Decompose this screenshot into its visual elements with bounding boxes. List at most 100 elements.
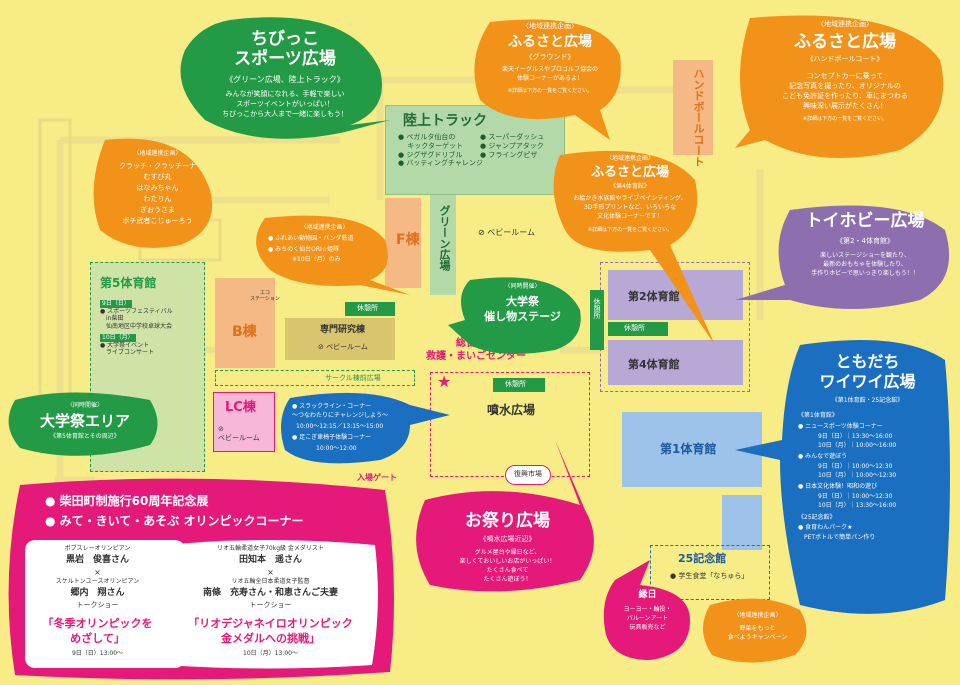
gym1-label: 第1体育館 (660, 442, 717, 456)
baby-room-label: ベビールーム (487, 228, 536, 237)
date-tag: 9日（日） (100, 300, 132, 308)
fukko-market (505, 465, 551, 485)
gym1-annex (722, 495, 762, 550)
fg-desc2: 体験コーナーがあるよ！ (516, 75, 583, 82)
tomo-i2a: 9日（日）｜10:00〜12:30 (818, 463, 893, 470)
chibikko-title1: ちびっこ (251, 29, 319, 49)
chibikko-desc1: みんなが笑顔になれる、手軽で楽しい (225, 90, 345, 98)
circle-plaza-label: サークル棟前広場 (325, 374, 381, 382)
lc-title: LC棟 (225, 400, 256, 415)
ol-l1: ボブスレーオリンピアン (64, 545, 131, 552)
kinenkan-zone (650, 545, 770, 600)
f4-note: ※詳細は下方の一覧をご覧ください。 (587, 227, 673, 233)
kinenkan-label: 25記念館 (678, 552, 727, 565)
f4-desc3: 文化体験コーナーです！ (597, 213, 663, 220)
rest-label: 休憩所 (357, 304, 378, 312)
f4-sub: 《第4体育館》 (610, 183, 650, 190)
local-chars-bubble (93, 138, 212, 248)
info-star-icon: ★ (437, 372, 452, 391)
or-l4: 南條 充寿さん・和恵さんご夫妻 (202, 588, 338, 598)
tomo-i3b: 10日（月）｜13:30〜16:00 (818, 502, 897, 509)
petting-line3: ※10日（月）のみ (292, 256, 341, 263)
rest-area (345, 302, 395, 316)
lc-baby: ⊘ベビールーム (218, 425, 260, 442)
tomo-i2: ● みんなで遊ぼう (798, 453, 848, 460)
tomo-i4a: PETボトルで簡単パン作り (798, 534, 876, 541)
or-x: × (267, 568, 274, 577)
chibikko-bubble (180, 17, 390, 139)
entrance-gate: 入場ゲート (357, 473, 397, 482)
fa-title: 大学祭エリア (39, 412, 130, 430)
petting-line2: ● みちのく仙台ORI☆姫隊 (268, 246, 340, 253)
om-sub: 《噴水広場近辺》 (479, 535, 536, 543)
fg-sub: 《グラウンド》 (525, 53, 575, 61)
lc-tag: 〈地域連携企画〉 (133, 150, 182, 157)
ol-l3: スケルトンユースオリンピアン (55, 578, 140, 585)
or-t2: 金メダルへの挑戦」 (221, 632, 320, 645)
om-title: お祭り広場 (465, 511, 550, 531)
sk-desc2: 食べようキャンペーン (727, 634, 788, 641)
f4-desc1: お絵かき水族館やライブペインティング、 (573, 195, 687, 202)
fh-desc4: 興味深い展示がたくさん！ (803, 102, 887, 110)
rest-area-2-label: 休憩所 (505, 380, 526, 389)
omatsuri-bubble (416, 440, 594, 592)
fa-sub: 《第5体育館とその周辺》 (50, 433, 120, 440)
rest-label: 休憩所 (505, 380, 526, 388)
char-item: ぎおうさま (140, 206, 175, 214)
om-desc1: グルメ屋台や縁日など、 (474, 549, 541, 556)
fh-note: ※詳細は下方の一覧をご覧ください。 (802, 116, 888, 122)
tomo-i1: ● ニュースポーツ体験コーナー (798, 423, 883, 430)
furusato-gym4-bubble (553, 150, 715, 345)
baby-room-green: ⊘ ベビールーム (478, 228, 536, 237)
fg-desc1: 楽天イーグルスやプロゴルフ協会の (501, 66, 598, 73)
gym5-item: in柴田 (100, 315, 124, 322)
olympic-right-shape (161, 540, 378, 669)
furusato-ground-bubble (474, 19, 621, 140)
ennichi-bubble (603, 560, 690, 660)
om-desc4: たくさん遊ぼう！ (483, 576, 532, 583)
fa-tag: 〈同時開催〉 (66, 402, 103, 409)
fh-title: ふるさと広場 (794, 32, 896, 52)
f4-desc2: 3D手形プリントなど、いろいろな (583, 204, 677, 211)
gym5-schedule: 9日（日） ● スポーツフェスティバル in柴田 仙南地区中学校卓球大会 10日… (100, 300, 173, 357)
toyhobby-desc1: 楽しいステージショーを観たり、 (820, 252, 910, 259)
tomo-h2: 《25記念館》 (798, 514, 836, 521)
ol-t2: めざして」 (70, 632, 125, 645)
baby-room-label: ベビールーム (218, 433, 260, 442)
rest-area-4 (590, 290, 604, 350)
handball-court (673, 60, 713, 155)
en-desc3: 玩具販売など (629, 624, 666, 631)
ol-l4: 郷内 翔さん (70, 588, 125, 598)
char-item: ポチ武者こじゅーろう (122, 217, 193, 225)
char-item: クラッチ・クラッチーナ (119, 162, 196, 170)
olympic-title2: ● みて・きいて・あそぶ オリンピックコーナー (45, 514, 304, 528)
cafeteria-label: ● 学生食堂「なちゅら」 (670, 572, 749, 580)
date-tag: 10日（月） (100, 334, 136, 342)
tomo-i1b: 10日（月）｜10:00〜16:00 (818, 442, 897, 449)
rest-area-2 (493, 378, 545, 392)
om-desc2: 楽しくておいしいお店がいっぱい！ (459, 558, 556, 565)
track-item: ● バッティングチャレンジ (398, 159, 483, 168)
toyhobby-bubble (735, 205, 950, 309)
gym5-item: ● 大学祭イベント (100, 341, 150, 349)
sl-line4: ● 足こぎ車椅子体験コーナー (292, 434, 372, 441)
f4-title: ふるさと広場 (590, 165, 669, 180)
festival-area-bubble (8, 392, 158, 456)
tomo-sub: 《第1体育館・25記念館》 (831, 397, 904, 404)
toyhobby-title: トイホビー広場 (805, 211, 925, 231)
petting-tag: 〈地域連携企画〉 (300, 224, 349, 231)
gym5-title: 第5体育館 (100, 276, 157, 290)
chibikko-title2: スポーツ広場 (234, 49, 336, 69)
track-title: 陸上トラック (403, 113, 487, 129)
ol-l2: 黒岩 俊喜さん (65, 555, 129, 565)
info-line2: 救護・まいごセンター (426, 350, 526, 362)
track-item: キックターゲット (398, 141, 463, 150)
rest-area-label: 休憩所 (357, 304, 378, 313)
track-item: ● フライングピザ (480, 150, 538, 159)
olympic-title1: ● 柴田町制施行60周年記念展 (45, 494, 209, 508)
b-building-label: B棟 (232, 324, 257, 340)
sk-desc1: 野菜をもっと (739, 625, 776, 632)
tomo-i1a: 9日（日）｜13:30〜16:00 (818, 433, 893, 440)
sk-tag: 〈地域連携企画〉 (733, 612, 782, 619)
tomo-i3a: 9日（日）｜10:00〜12:30 (818, 493, 893, 500)
